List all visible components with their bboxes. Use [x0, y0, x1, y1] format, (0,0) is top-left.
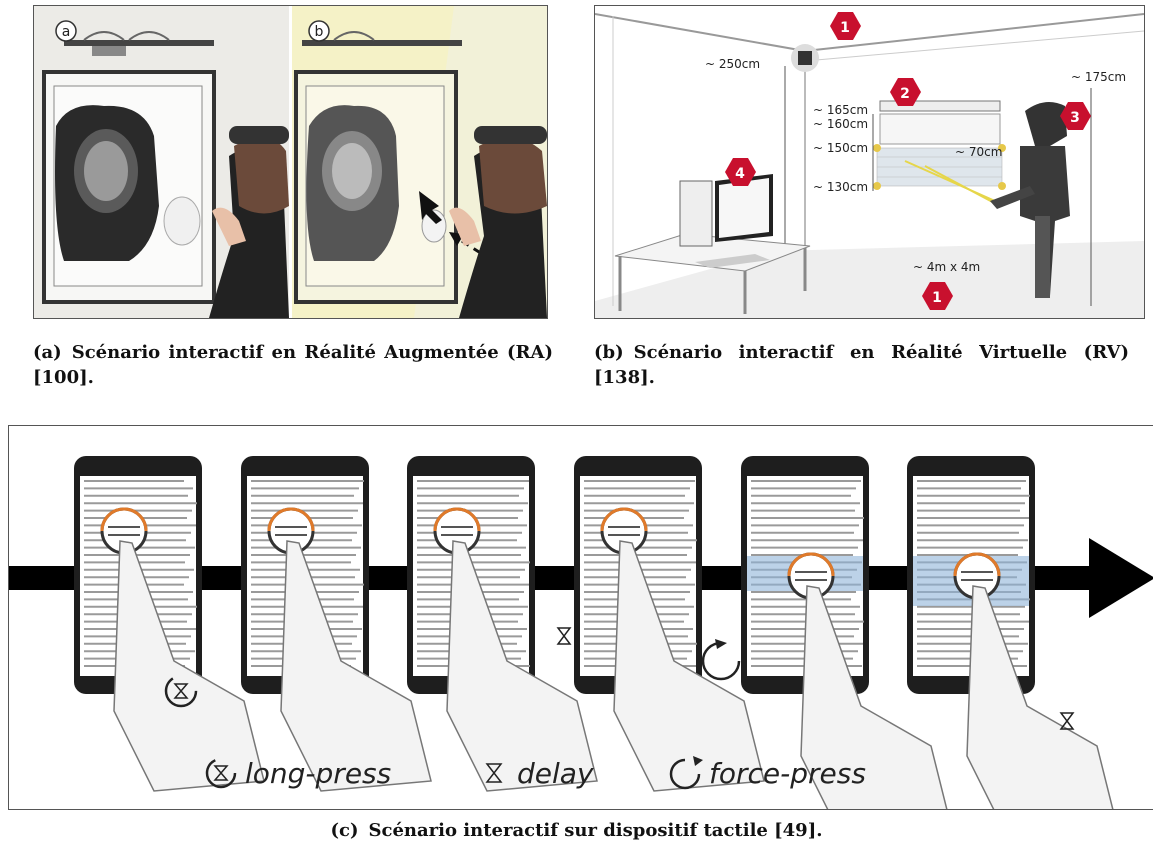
dim-person-height: ~ 175cm: [1071, 70, 1126, 84]
dim-160: ~ 160cm: [813, 117, 868, 131]
svg-text:2: 2: [900, 86, 910, 102]
long-press-icon: [205, 757, 237, 789]
legend-delay: delay: [517, 757, 594, 790]
phone-stage: [907, 456, 1035, 694]
photo-label-a: a: [62, 24, 71, 40]
panel-c-figure: long-press delay force-press: [8, 425, 1153, 810]
badge-2: 2: [890, 78, 921, 106]
long-press-icon: [164, 674, 198, 708]
hand: [800, 585, 948, 809]
dim-room: ~ 4m x 4m: [913, 260, 980, 274]
badge-4: 4: [725, 158, 756, 186]
caption-a: (a)Scénario interactif en Réalité Augmen…: [33, 340, 553, 390]
delay-icon: [485, 763, 503, 783]
hand: [280, 540, 432, 792]
caption-b-label: (b): [594, 342, 624, 363]
caption-a-label: (a): [33, 342, 62, 363]
timeline-arrow-head: [1089, 538, 1153, 618]
dim-wall-height: ~ 250cm: [705, 57, 760, 71]
force-press-icon: [669, 756, 703, 790]
delay-icon: [556, 627, 572, 645]
caption-b: (b)Scénario interactif en Réalité Virtue…: [594, 340, 1129, 390]
caption-c-text: Scénario interactif sur dispositif tacti…: [368, 820, 823, 841]
legend: long-press delay force-press: [205, 756, 866, 790]
svg-text:3: 3: [1070, 110, 1080, 126]
badge-1-top: 1: [830, 12, 861, 40]
caption-c-label: (c): [330, 820, 359, 841]
hand: [113, 540, 265, 792]
touch-scenario-illustration: long-press delay force-press: [9, 426, 1153, 809]
dim-165: ~ 165cm: [813, 103, 868, 117]
panel-b-figure: ~ 250cm ~ 70cm ~ 165cm ~ 160cm ~ 150cm ~…: [594, 5, 1145, 319]
svg-text:4: 4: [735, 166, 745, 182]
panel-a-figure: a b: [33, 5, 548, 319]
ar-scene-illustration: a b: [34, 6, 547, 318]
caption-a-text: Scénario interactif en Réalité Augmentée…: [33, 342, 553, 388]
hand: [966, 585, 1114, 809]
hand: [613, 540, 765, 792]
legend-force-press: force-press: [709, 757, 866, 790]
hand: [446, 540, 598, 792]
delay-icon: [1059, 712, 1075, 730]
dim-distance: ~ 70cm: [955, 145, 1002, 159]
caption-c: (c) Scénario interactif sur dispositif ta…: [0, 818, 1153, 843]
phone-stage: [741, 456, 869, 694]
force-press-icon: [701, 639, 741, 681]
caption-b-text: Scénario interactif en Réalité Virtuelle…: [594, 342, 1129, 388]
dim-130: ~ 130cm: [813, 180, 868, 194]
badge-1-floor: 1: [922, 282, 953, 310]
svg-text:1: 1: [840, 20, 850, 36]
legend-long-press: long-press: [245, 757, 391, 790]
dim-150: ~ 150cm: [813, 141, 868, 155]
svg-text:1: 1: [932, 290, 942, 306]
photo-label-b: b: [315, 24, 324, 40]
vr-room-illustration: ~ 250cm ~ 70cm ~ 165cm ~ 160cm ~ 150cm ~…: [595, 6, 1144, 318]
badge-3: 3: [1060, 102, 1091, 130]
